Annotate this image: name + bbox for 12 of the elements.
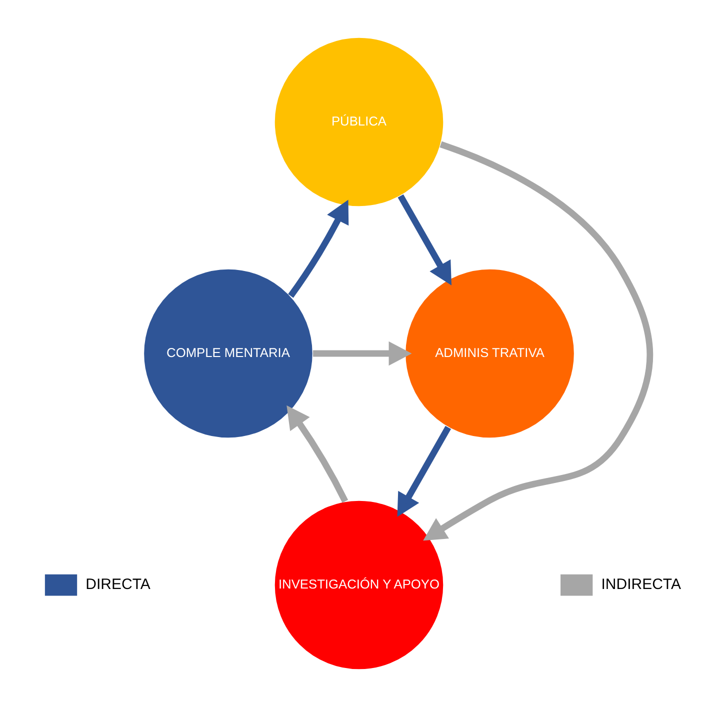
node-circle: ADMINIS TRATIVA xyxy=(404,268,575,439)
arrow xyxy=(313,341,412,366)
node-circle: COMPLE MENTARIA xyxy=(143,268,314,439)
node-circle: INVESTIGACIÓN Y APOYO xyxy=(274,500,444,670)
arrow xyxy=(397,426,451,517)
node-circle: PÚBLICA xyxy=(274,36,444,208)
legend-label: INDIRECTA xyxy=(601,576,681,593)
arrow xyxy=(398,194,452,286)
legend-label: DIRECTA xyxy=(86,576,150,593)
arrow xyxy=(288,200,349,298)
arrow xyxy=(423,141,654,541)
arrow xyxy=(286,405,348,503)
